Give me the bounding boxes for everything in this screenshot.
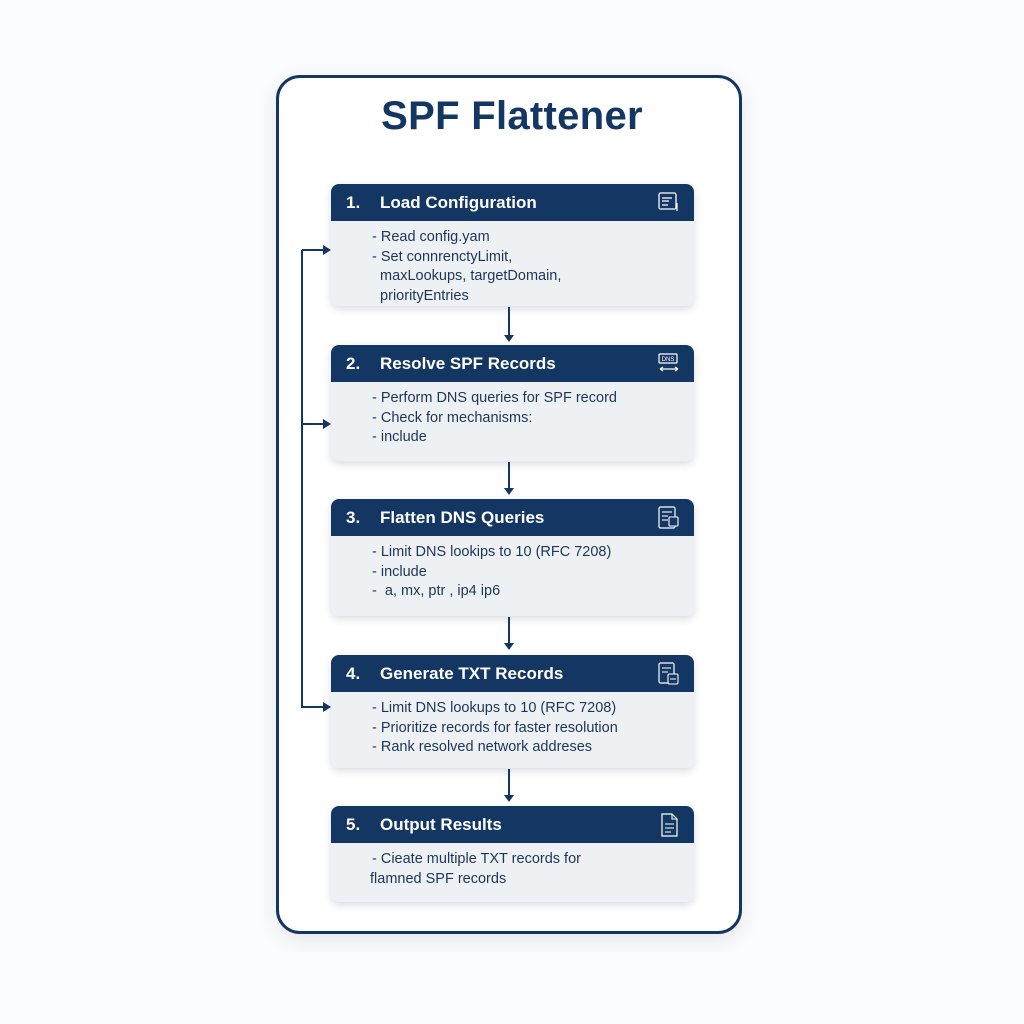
step-title: Generate TXT Records xyxy=(380,664,564,683)
step-line: - Limit DNS lookups to 10 (RFC 7208) xyxy=(372,700,617,716)
flow-arrow xyxy=(504,307,514,342)
step-line: flamned SPF records xyxy=(370,870,507,887)
step-line: - include xyxy=(372,563,427,580)
step-line: - Cieate multiple TXT records for xyxy=(372,851,581,867)
records-icon xyxy=(658,662,679,685)
step-title: Output Results xyxy=(380,815,502,834)
step-line: - include xyxy=(372,429,427,445)
document-icon xyxy=(661,813,678,837)
step-body: - Limit DNS lookips to 10 (RFC 7208) - i… xyxy=(331,536,694,610)
svg-text:DNS: DNS xyxy=(662,357,675,363)
step-load-configuration: 1. Load Configuration - Read config.yam … xyxy=(331,184,694,306)
step-line: - Set connrenctyLimit, xyxy=(372,248,513,265)
step-number: 1. xyxy=(346,193,361,212)
step-header: 5. Output Results xyxy=(331,806,694,843)
step-header: 2. Resolve SPF Records DNS xyxy=(331,345,694,382)
step-body: - Read config.yam - Set connrenctyLimit,… xyxy=(331,221,694,306)
dns-icon: DNS xyxy=(658,353,679,372)
config-file-icon xyxy=(658,192,678,211)
step-flatten-dns-queries: 3. Flatten DNS Queries - Limit DNS looki… xyxy=(331,499,694,616)
step-header: 3. Flatten DNS Queries xyxy=(331,499,694,536)
step-title: Load Configuration xyxy=(380,193,537,212)
step-generate-txt-records: 4. Generate TXT Records - Limit DNS look… xyxy=(331,655,694,768)
step-body: - Perform DNS queries for SPF record - C… xyxy=(331,382,694,456)
step-header: 1. Load Configuration xyxy=(331,184,694,221)
step-number: 3. xyxy=(346,508,361,527)
step-number: 5. xyxy=(346,815,361,834)
flow-arrow xyxy=(504,769,514,802)
step-title: Flatten DNS Queries xyxy=(380,508,545,527)
step-title: Resolve SPF Records xyxy=(380,354,556,373)
step-line: - a, mx, ptr , ip4 ip6 xyxy=(372,583,501,599)
step-line: maxLookups, targetDomain, xyxy=(372,268,562,284)
step-line: - Read config.yam xyxy=(372,229,490,245)
page-title: SPF Flattener xyxy=(381,94,643,138)
step-number: 4. xyxy=(346,664,361,683)
step-line: - Limit DNS lookips to 10 (RFC 7208) xyxy=(372,544,612,560)
step-line: - Perform DNS queries for SPF record xyxy=(372,390,617,406)
step-header: 4. Generate TXT Records xyxy=(331,655,694,692)
step-line: priorityEntries xyxy=(372,287,469,304)
step-line: - Check for mechanisms: xyxy=(372,409,533,426)
step-number: 2. xyxy=(346,354,361,373)
step-body: - Cieate multiple TXT records for flamne… xyxy=(331,843,694,897)
flow-arrow xyxy=(504,617,514,650)
step-resolve-spf-records: 2. Resolve SPF Records DNS - Perform DNS… xyxy=(331,345,694,461)
document-list-icon xyxy=(658,506,679,529)
flow-arrow xyxy=(504,462,514,495)
step-output-results: 5. Output Results - Cieate multiple TXT … xyxy=(331,806,694,902)
step-line: - Rank resolved network addreses xyxy=(372,739,593,755)
step-body: - Limit DNS lookups to 10 (RFC 7208) - P… xyxy=(331,692,694,766)
step-line: - Prioritize records for faster resoluti… xyxy=(372,719,618,736)
